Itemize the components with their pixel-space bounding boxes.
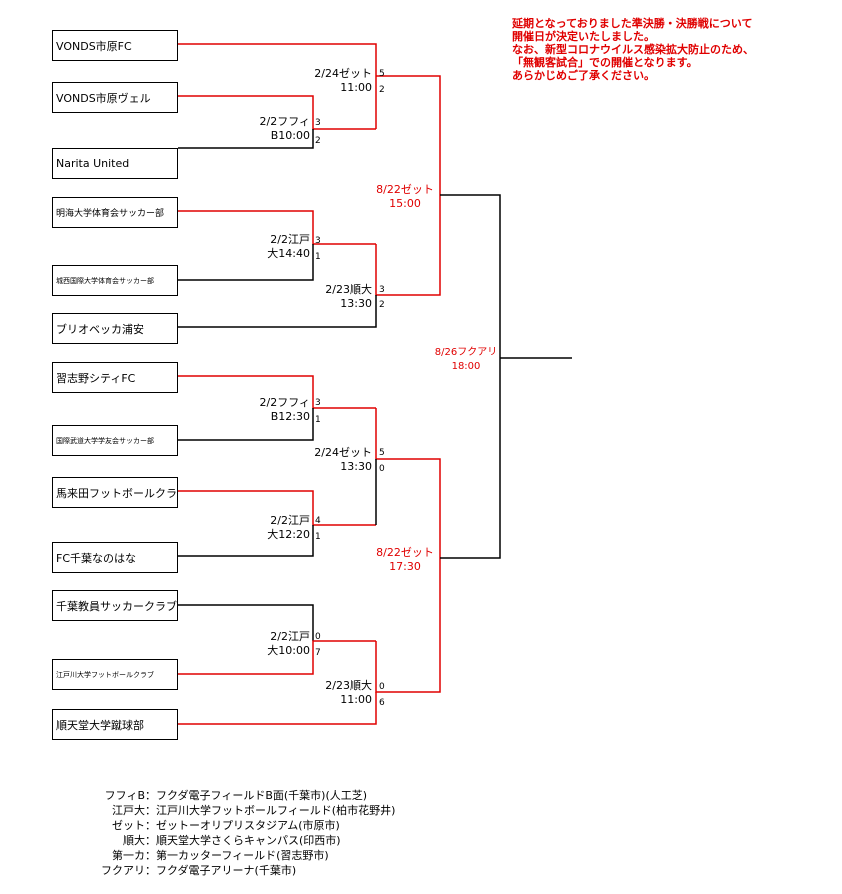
match-score: 1 [315, 415, 321, 425]
bracket-line [375, 408, 441, 558]
match-score: 1 [315, 252, 321, 262]
legend-row: 第一カ：第一カッターフィールド(習志野市) [112, 849, 329, 862]
bracket-line [178, 295, 377, 328]
bracket-line [178, 490, 376, 526]
team-box: 城西国際大学体育会サッカー部 [52, 265, 178, 296]
bracket-line [440, 194, 501, 358]
team-box: VONDS市原ヴェル [52, 82, 178, 113]
bracket-line [178, 129, 314, 149]
match-score: 3 [315, 398, 321, 408]
team-box: ブリオベッカ浦安 [52, 313, 178, 344]
match-score: 5 [379, 69, 385, 79]
bracket-line [375, 195, 441, 296]
team-box: VONDS市原FC [52, 30, 178, 61]
match-score: 1 [315, 532, 321, 542]
match-label: 2/2江戸大14:40 [267, 233, 310, 260]
legend-row: 江戸大：江戸川大学フットボールフィールド(柏市花野井) [112, 804, 396, 817]
bracket-line [178, 692, 377, 725]
match-score: 4 [315, 516, 321, 526]
match-score: 7 [315, 648, 321, 658]
legend-row: フフィB：フクダ電子フィールドB面(千葉市)(人工芝) [104, 789, 368, 802]
bracket-line [178, 375, 376, 409]
match-score: 0 [379, 464, 385, 474]
match-score: 2 [379, 85, 385, 95]
match-score: 5 [379, 448, 385, 458]
bracket-line [178, 43, 377, 129]
team-box: 順天堂大学蹴球部 [52, 709, 178, 740]
legend-row: 順大：順天堂大学さくらキャンパス(印西市) [123, 834, 341, 847]
team-box: Narita United [52, 148, 178, 179]
legend-row: ゼット：ゼットーオリプリスタジアム(市原市) [112, 819, 340, 832]
notice-text: 延期となっておりました準決勝・決勝戦について 開催日が決定いたしました。 なお、… [512, 17, 754, 82]
bracket-line [178, 95, 376, 130]
match-score: 3 [315, 236, 321, 246]
bracket-line [440, 358, 501, 559]
bracket-line [178, 244, 314, 281]
team-box: 馬来田フットボールクラブ [52, 477, 178, 508]
bracket-line [178, 408, 314, 441]
match-score: 0 [379, 682, 385, 692]
match-score: 2 [379, 300, 385, 310]
match-score: 3 [379, 285, 385, 295]
bracket-line [376, 75, 441, 195]
team-box: 明海大学体育会サッカー部 [52, 197, 178, 228]
match-score: 3 [315, 118, 321, 128]
legend-row: フクアリ：フクダ電子アリーナ(千葉市) [101, 864, 297, 877]
bracket-line [375, 558, 441, 693]
team-box: FC千葉なのはな [52, 542, 178, 573]
team-box: 国際武道大学学友会サッカー部 [52, 425, 178, 456]
bracket-line [178, 604, 314, 641]
match-score: 0 [315, 632, 321, 642]
match-label: 2/2江戸大10:00 [267, 630, 310, 657]
match-score: 6 [379, 698, 385, 708]
match-label: 2/2江戸大12:20 [267, 514, 310, 541]
bracket-line [178, 210, 376, 245]
team-box: 江戸川大学フットボールクラブ [52, 659, 178, 690]
bracket-line [178, 640, 376, 675]
venue-legend: フフィB：フクダ電子フィールドB面(千葉市)(人工芝) 江戸大：江戸川大学フット… [62, 788, 395, 878]
bracket-line [178, 525, 314, 557]
team-box: 千葉教員サッカークラブ [52, 590, 178, 621]
team-box: 習志野シティFC [52, 362, 178, 393]
match-score: 2 [315, 136, 321, 146]
